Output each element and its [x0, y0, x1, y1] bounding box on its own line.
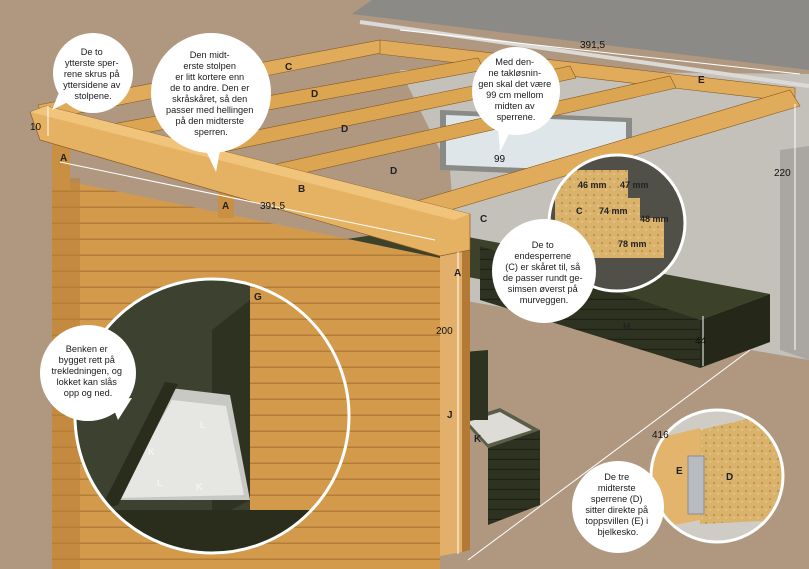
label-d-2: D: [341, 124, 348, 135]
callout-end-rafters-line: (C) er skåret til, så: [505, 262, 581, 272]
label-c-front: C: [480, 214, 487, 225]
callout-bench-line: bygget rett på: [59, 355, 116, 365]
house-roof: [352, 0, 809, 70]
dim-depth: 416: [652, 430, 669, 441]
callout-outer-rafters-line: stolpene.: [74, 91, 111, 101]
callout-end-rafters-line: De to: [532, 240, 554, 250]
callout-joist-hangers-line: De tre: [604, 472, 629, 482]
label-d-3: D: [390, 166, 397, 177]
callout-middle-post-line: er litt kortere enn: [175, 72, 244, 82]
callout-middle-post-line: passer med hellingen: [166, 105, 253, 115]
callout-outer-rafters-line: ytterste sper-: [65, 58, 119, 68]
detail-dim-46: 46 mm: [578, 180, 607, 190]
svg-text:Med den- ne takløsnin-: Med den- ne takløsnin- gen skal det være…: [478, 57, 554, 122]
label-e-detail: E: [676, 466, 683, 477]
label-k-detail-1: K: [148, 447, 155, 457]
label-a-front: A: [454, 268, 461, 279]
svg-text:De to ytterste sper-: De to ytterste sper- rene skrus på ytter…: [63, 47, 123, 101]
label-h: H: [623, 322, 630, 333]
callout-roof-spacing-line: gen skal det være: [478, 79, 551, 89]
callout-bench-line: lokket kan slås: [57, 377, 118, 387]
callout-middle-post-line: de to andre. Den er: [170, 83, 249, 93]
house-eave: [359, 20, 809, 88]
callout-end-rafters-line: murveggen.: [520, 295, 569, 305]
callout-roof-spacing-line: ne takløsnin-: [488, 68, 541, 78]
label-c-back: C: [285, 62, 292, 73]
dim-top-width: 391,5: [580, 40, 605, 51]
svg-text:Benken er bygget rett på: Benken er bygget rett på trekledningen, …: [51, 344, 124, 398]
callout-roof-spacing: Med den- ne takløsnin- gen skal det være…: [472, 47, 560, 152]
callout-joist-hangers-line: sitter direkte på: [585, 505, 649, 515]
callout-outer-rafters-line: De to: [81, 47, 103, 57]
callout-outer-rafters-line: rene skrus på: [64, 69, 121, 79]
callout-roof-spacing-line: 99 cm mellom: [486, 90, 544, 100]
label-e: E: [698, 75, 705, 86]
detail-rafter-d: [700, 410, 783, 524]
label-k-detail-2: K: [196, 482, 203, 492]
callout-middle-post-line: erste stolpen: [183, 61, 236, 71]
callout-middle-post-line: på den midterste: [176, 116, 244, 126]
callout-bench-line: Benken er: [66, 344, 108, 354]
dim-front-width: 391,5: [260, 201, 285, 212]
callout-end-rafters-line: endesperrene: [514, 251, 571, 261]
callout-joist-hangers-line: midterste: [598, 483, 636, 493]
callout-joist-hangers-line: bjelkesko.: [598, 527, 639, 537]
callout-middle-post-line: sperren.: [194, 127, 228, 137]
dim-post-height: 200: [436, 326, 453, 337]
label-a-left: A: [60, 153, 67, 164]
label-a-middle: A: [222, 201, 229, 212]
beam-b-top: [30, 106, 470, 220]
callout-end-rafters-line: simsen øverst på: [508, 284, 579, 294]
detail-dim-78: 78 mm: [618, 239, 647, 249]
detail-bench-rim: [100, 382, 178, 510]
label-l-detail-1: L: [200, 420, 206, 430]
callout-outer-rafters: De to ytterste sper- rene skrus på ytter…: [52, 33, 133, 113]
dim-spacing: 99: [494, 154, 506, 165]
detail-bench-floor: [118, 400, 244, 498]
callout-bench: Benken er bygget rett på trekledningen, …: [40, 325, 136, 421]
label-d-1: D: [311, 89, 318, 100]
callout-roof-spacing-line: sperrene.: [497, 112, 536, 122]
dimension-lines: [47, 29, 801, 561]
callout-end-rafters-line: de passer rundt ge-: [503, 273, 583, 283]
callout-end-rafters: De to endesperrene (C) er skåret til, så…: [492, 219, 596, 323]
dim-overhang: 10: [30, 122, 42, 133]
dim-wall-height: 220: [774, 168, 791, 179]
label-c-detail: C: [576, 206, 583, 216]
svg-text:De tre midterste s: De tre midterste sperrene (D) sitter dir…: [585, 472, 650, 537]
planter-front: [488, 430, 540, 525]
callout-joist-hangers-line: toppsvillen (E) i: [585, 516, 648, 526]
joist-hanger-detail-circle: [649, 408, 785, 544]
callout-roof-spacing-line: midten av: [495, 101, 535, 111]
callout-roof-spacing-line: Med den-: [495, 57, 534, 67]
dim-bench-height: 44: [695, 336, 707, 347]
detail-dim-74: 74 mm: [599, 206, 628, 216]
detail-dim-48: 48 mm: [640, 214, 669, 224]
svg-text:De to endesperrene: De to endesperrene (C) er skåret til, så…: [503, 240, 585, 305]
callout-bench-line: opp og ned.: [64, 388, 113, 398]
label-b: B: [298, 184, 305, 195]
callout-bench-line: trekledningen, og: [51, 366, 122, 376]
detail-hanger: [687, 455, 705, 515]
post-front: [440, 236, 462, 556]
callout-outer-rafters-line: yttersidene av: [63, 80, 121, 90]
callout-middle-post-line: Den midt-: [190, 50, 230, 60]
callout-middle-post-line: skråskåret, så den: [172, 94, 247, 104]
callout-joist-hangers: De tre midterste sperrene (D) sitter dir…: [572, 461, 664, 553]
label-l-detail-2: L: [157, 478, 163, 488]
post-front-side: [462, 236, 470, 552]
svg-text:Den midt- erste stolpen: Den midt- erste stolpen er litt kortere …: [166, 50, 256, 137]
label-d-detail: D: [726, 472, 733, 483]
label-j: J: [447, 410, 453, 421]
callout-middle-post: Den midt- erste stolpen er litt kortere …: [151, 33, 271, 172]
detail-dim-47: 47 mm: [620, 180, 649, 190]
callout-joist-hangers-line: sperrene (D): [591, 494, 643, 504]
label-k-planter: K: [474, 434, 482, 445]
planter-box: [462, 350, 540, 525]
label-g: G: [254, 292, 262, 303]
bench-end: [700, 294, 770, 368]
